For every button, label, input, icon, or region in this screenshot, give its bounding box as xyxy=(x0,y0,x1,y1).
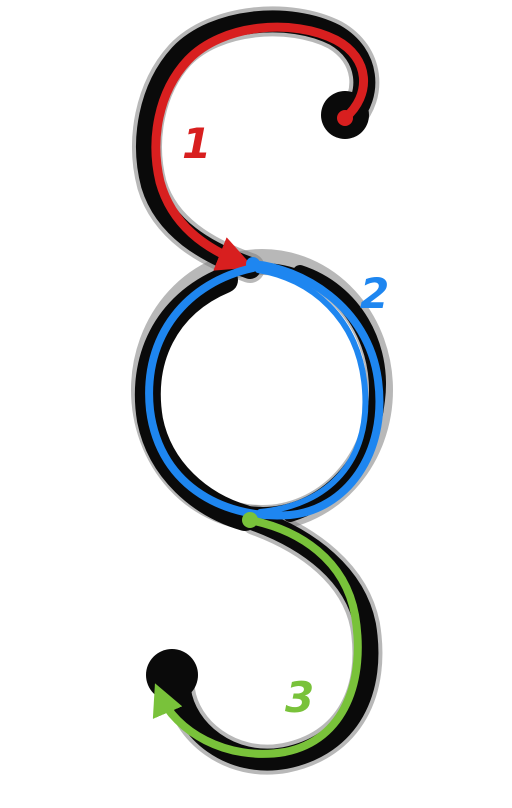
glyph-bottom-terminal xyxy=(146,649,198,701)
stroke-2-path xyxy=(145,257,384,520)
section-sign-glyph xyxy=(131,6,393,775)
stroke-1-path xyxy=(151,22,369,271)
stroke-3-path xyxy=(152,512,362,758)
stroke-1-start-dot xyxy=(337,110,353,126)
step-1-label: 1 xyxy=(182,119,211,168)
stroke-2-start-dot xyxy=(246,257,260,271)
step-3-label: 3 xyxy=(285,673,314,722)
glyph-top-hook xyxy=(136,10,376,279)
step-2-label: 2 xyxy=(360,269,389,318)
stroke-3-start-dot xyxy=(242,512,258,528)
